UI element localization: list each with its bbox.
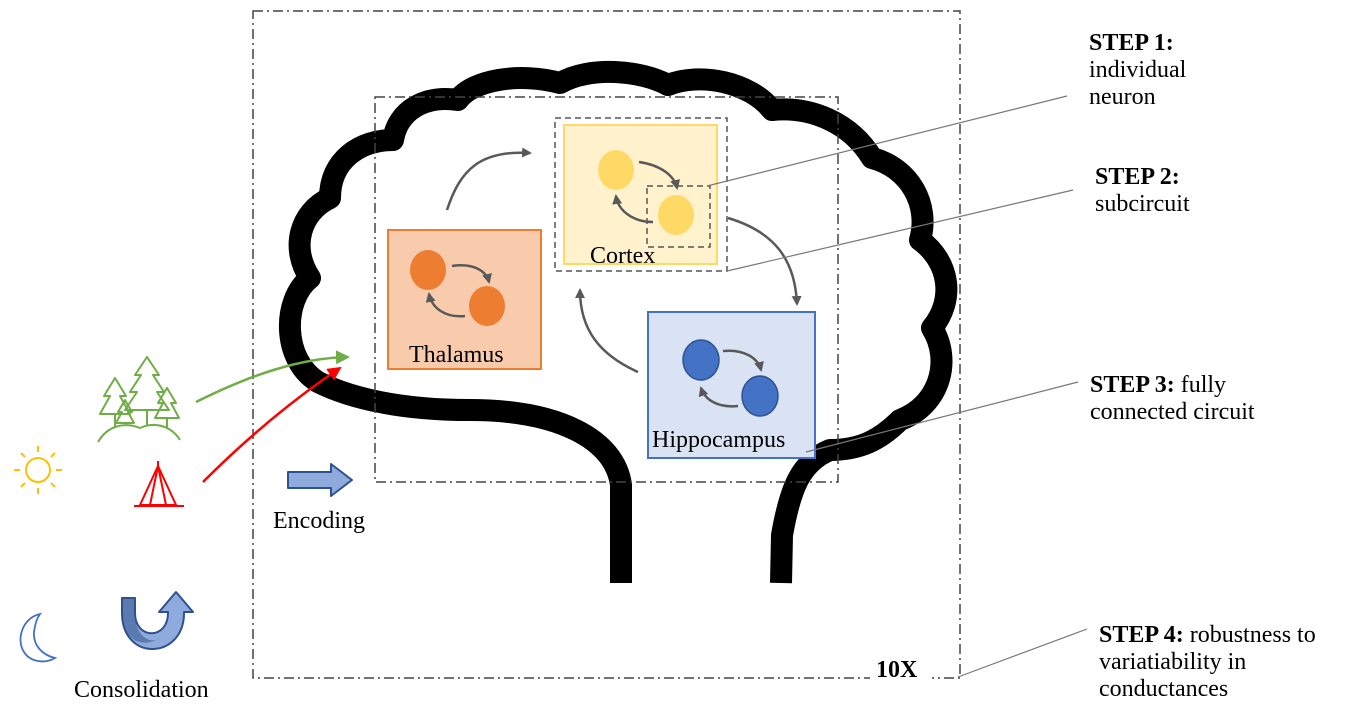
- step1-heading: STEP 1:: [1089, 30, 1174, 56]
- cortex-scope-box: [554, 117, 728, 272]
- step3-annotation: STEP 3: fully connected circuit: [1090, 372, 1305, 426]
- step3-heading: STEP 3:: [1090, 372, 1175, 398]
- step4-annotation: STEP 4: robustness to variatiability in …: [1099, 622, 1344, 703]
- cortex-synapse-arrow: [638, 160, 681, 190]
- thalamus-to-cortex-arrow: [445, 147, 532, 211]
- u-turn-arrow-icon: [121, 591, 194, 650]
- encoding-label: Encoding: [273, 508, 365, 534]
- right-arrow-icon: [287, 463, 353, 497]
- thalamus-region: Thalamus: [387, 229, 542, 370]
- step3-leader-line: [805, 381, 1079, 453]
- thalamus-neuron: [469, 286, 505, 326]
- scale-label-backdrop: [870, 655, 932, 687]
- cortex-synapse-arrow: [612, 194, 654, 224]
- trees-icon: [97, 356, 181, 443]
- step1-text: individual neuron: [1089, 57, 1187, 110]
- hippocampus-neuron: [741, 375, 779, 417]
- cortex-to-hippocampus-arrow: [727, 216, 802, 306]
- outer-scope-box: [252, 10, 961, 679]
- step1-leader-line: [706, 95, 1068, 187]
- tent-icon: [134, 461, 184, 507]
- step4-leader-line: [957, 628, 1088, 678]
- step2-heading: STEP 2:: [1095, 164, 1180, 190]
- step4-text: robustness to variatiability in conducta…: [1099, 622, 1316, 702]
- step1-annotation: STEP 1: individual neuron: [1089, 30, 1199, 111]
- cortex-region: Cortex: [554, 117, 728, 272]
- step2-leader-line: [726, 189, 1074, 272]
- hippocampus-neuron: [682, 339, 720, 381]
- hippocampus-label: Hippocampus: [652, 427, 785, 453]
- thalamus-synapse-arrow: [451, 264, 492, 284]
- hippocampus-region: Hippocampus: [647, 311, 816, 459]
- cortex-label: Cortex: [590, 243, 655, 269]
- scale-label: 10X: [876, 657, 918, 683]
- forest-stimulus-arrow: [195, 350, 350, 404]
- moon-icon: [19, 612, 58, 663]
- step4-heading: STEP 4:: [1099, 622, 1184, 648]
- step3-text: fully connected circuit: [1090, 372, 1255, 425]
- thalamus-neuron: [410, 250, 446, 290]
- thalamus-label: Thalamus: [409, 342, 504, 368]
- hippocampus-synapse-arrow: [722, 349, 764, 372]
- cortex-neuron: [658, 195, 694, 235]
- step2-text: subcircuit: [1095, 191, 1190, 217]
- step2-annotation: STEP 2: subcircuit: [1095, 164, 1190, 218]
- thalamus-synapse-arrow: [425, 292, 466, 318]
- consolidation-label: Consolidation: [74, 677, 209, 703]
- hippocampus-to-cortex-arrow: [575, 288, 639, 374]
- hippocampus-synapse-arrow: [698, 386, 739, 408]
- circuit-scope-box: [374, 96, 839, 483]
- tent-stimulus-arrow: [202, 366, 342, 483]
- sun-icon: [14, 446, 62, 494]
- cortex-neuron: [598, 150, 634, 190]
